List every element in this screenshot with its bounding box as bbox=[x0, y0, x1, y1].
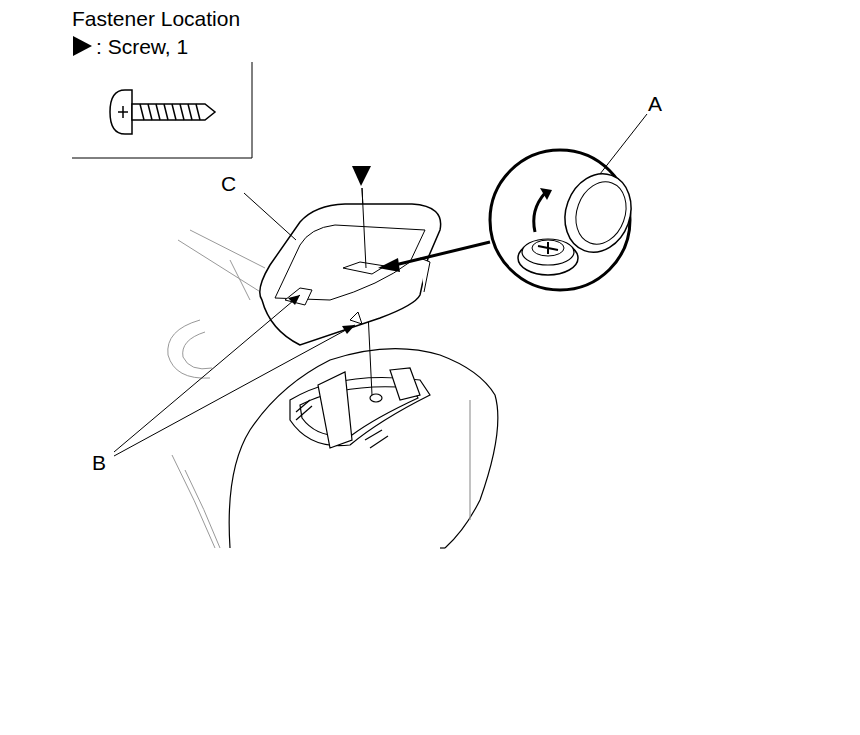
callout-letter: A bbox=[648, 93, 662, 114]
leader-head bbox=[288, 295, 300, 305]
legend-label: : Screw, 1 bbox=[96, 36, 188, 57]
screw-location-marker bbox=[352, 166, 371, 186]
screw-marker-symbol bbox=[73, 36, 92, 56]
detail-pointer bbox=[395, 242, 490, 265]
heading-label: Fastener Location bbox=[72, 8, 240, 29]
callout-letter: B bbox=[92, 452, 106, 473]
detail-pointer-head bbox=[378, 258, 400, 272]
callout-letter: C bbox=[221, 173, 236, 194]
detail-magnifier bbox=[490, 150, 642, 290]
center-console bbox=[229, 349, 498, 548]
fastener-box bbox=[72, 62, 252, 158]
screw-icon bbox=[110, 90, 215, 134]
screw-axis-line bbox=[362, 188, 366, 268]
leader-head bbox=[342, 325, 355, 334]
leader-lines bbox=[114, 114, 647, 456]
console-lid bbox=[260, 204, 441, 345]
